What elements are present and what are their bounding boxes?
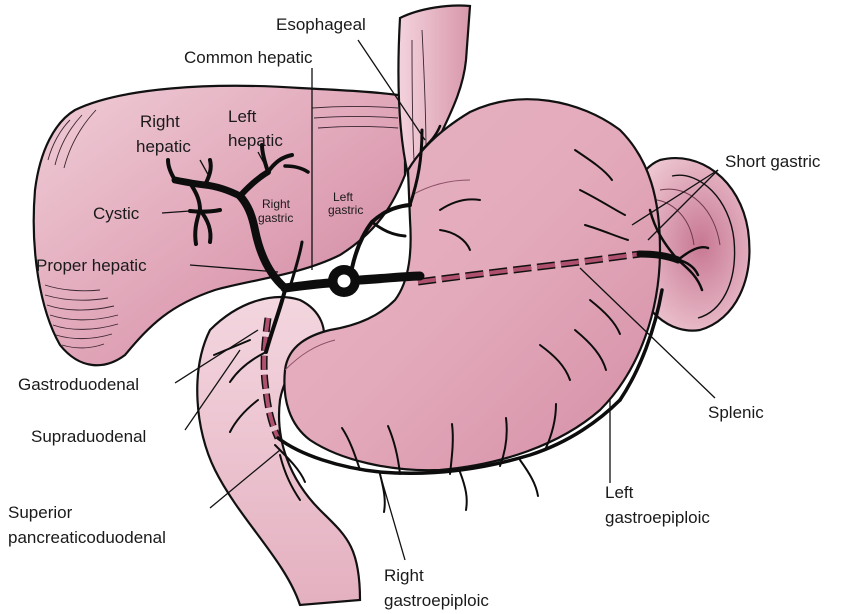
label-supraduodenal: Supraduodenal — [31, 427, 146, 446]
label-common-hepatic: Common hepatic — [184, 48, 313, 67]
label-right-gastroepiploic-line2: gastroepiploic — [384, 591, 489, 610]
label-splenic: Splenic — [708, 403, 764, 422]
label-right-gastric-line1: Right — [262, 197, 291, 211]
label-short-gastric: Short gastric — [725, 152, 821, 171]
label-proper-hepatic: Proper hepatic — [36, 256, 147, 275]
label-left-hepatic-line1: Left — [228, 107, 257, 126]
label-superior-pancreaticoduodenal-line2: pancreaticoduodenal — [8, 528, 166, 547]
label-right-gastroepiploic-line1: Right — [384, 566, 424, 585]
label-left-hepatic-line2: hepatic — [228, 131, 283, 150]
label-left-gastroepiploic-line2: gastroepiploic — [605, 508, 710, 527]
label-right-hepatic-line1: Right — [140, 112, 180, 131]
label-left-gastroepiploic-line1: Left — [605, 483, 634, 502]
label-left-gastric-line1: Left — [333, 190, 354, 204]
label-left-gastric-line2: gastric — [328, 203, 363, 217]
label-gastroduodenal: Gastroduodenal — [18, 375, 139, 394]
label-superior-pancreaticoduodenal-line1: Superior — [8, 503, 73, 522]
label-right-gastric-line2: gastric — [258, 211, 293, 225]
leader-right-gastroepiploic — [380, 474, 405, 560]
label-right-hepatic-line2: hepatic — [136, 137, 191, 156]
label-cystic: Cystic — [93, 204, 140, 223]
label-esophageal: Esophageal — [276, 15, 366, 34]
